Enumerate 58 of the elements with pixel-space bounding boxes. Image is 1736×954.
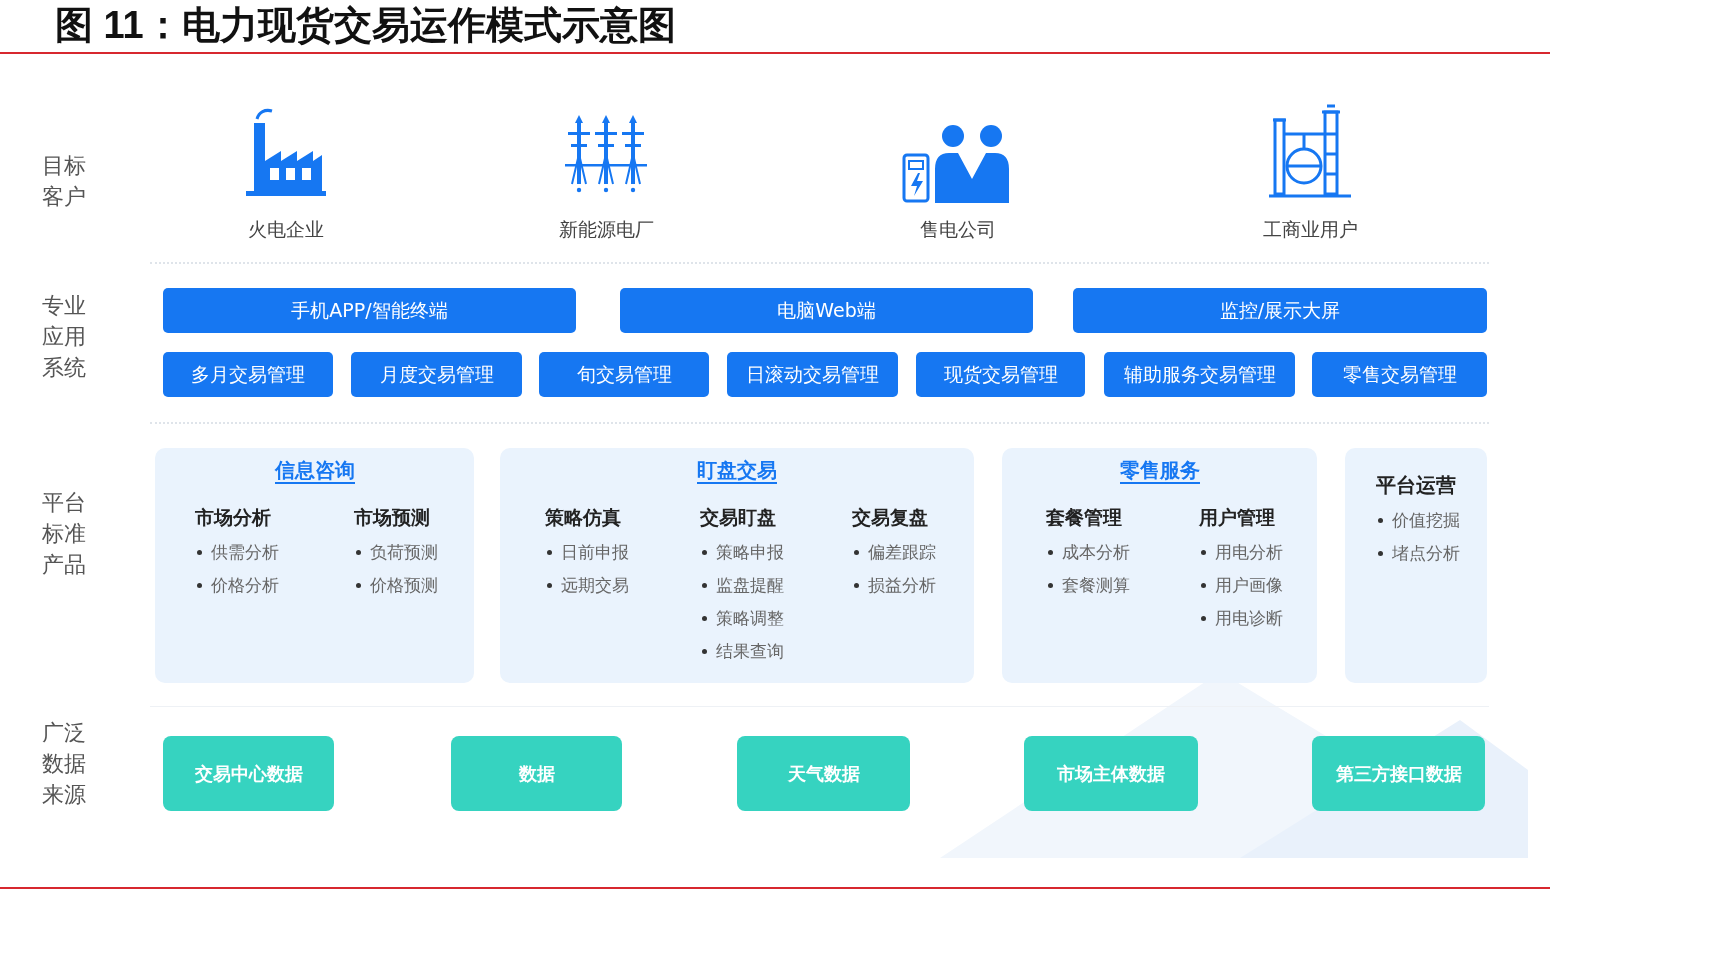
- list-item: 负荷预测: [354, 541, 438, 563]
- list-item: 日前申报: [545, 541, 629, 563]
- list-item: 偏差跟踪: [852, 541, 936, 563]
- system-box: 旬交易管理: [539, 352, 709, 397]
- product-panel: [1345, 448, 1487, 683]
- system-box: 月度交易管理: [351, 352, 522, 397]
- title: 图 11：电力现货交易运作模式示意图: [55, 3, 676, 47]
- system-box: 现货交易管理: [916, 352, 1085, 397]
- system-box: 辅助服务交易管理: [1104, 352, 1295, 397]
- list-item: 损益分析: [852, 574, 936, 596]
- system-box: 监控/展示大屏: [1073, 288, 1487, 333]
- column-heading: 市场预测: [354, 506, 430, 528]
- row-label: 目标客户: [42, 152, 87, 211]
- customer-label: 新能源电厂: [558, 218, 654, 240]
- list-item: 堵点分析: [1376, 542, 1460, 564]
- data-source-box: 天气数据: [737, 736, 910, 811]
- list-item: 用电分析: [1199, 541, 1283, 563]
- panel-heading: 信息咨询: [274, 458, 355, 484]
- column-heading: 交易复盘: [852, 506, 928, 528]
- data-source-box: 交易中心数据: [163, 736, 334, 811]
- product-panel: [500, 448, 974, 683]
- list-item: 用户画像: [1199, 574, 1283, 596]
- list-item: 价格预测: [354, 574, 438, 596]
- data-source-box: 第三方接口数据: [1312, 736, 1485, 811]
- panel-heading: 盯盘交易: [697, 458, 777, 484]
- system-box: 多月交易管理: [163, 352, 333, 397]
- list-item: 价值挖掘: [1376, 509, 1460, 531]
- list-item: 远期交易: [545, 574, 629, 596]
- list-item: 成本分析: [1046, 541, 1130, 563]
- product-panel: [155, 448, 474, 683]
- list-item: 监盘提醒: [700, 574, 784, 596]
- list-item: 用电诊断: [1199, 607, 1283, 629]
- system-box: 日滚动交易管理: [727, 352, 898, 397]
- customer-label: 火电企业: [248, 218, 324, 240]
- customer-label: 售电公司: [920, 218, 996, 240]
- column-heading: 策略仿真: [545, 506, 621, 528]
- column-heading: 套餐管理: [1046, 506, 1122, 528]
- row-label: 专业应用系统: [42, 292, 87, 382]
- data-source-box: 数据: [451, 736, 622, 811]
- panel-heading: 零售服务: [1119, 458, 1200, 484]
- list-item: 套餐测算: [1046, 574, 1130, 596]
- panel-heading: 平台运营: [1376, 473, 1456, 497]
- column-heading: 用户管理: [1199, 506, 1275, 528]
- system-box: 电脑Web端: [620, 288, 1033, 333]
- list-item: 策略申报: [700, 541, 784, 563]
- data-source-box: 市场主体数据: [1024, 736, 1198, 811]
- column-heading: 市场分析: [195, 506, 271, 528]
- list-item: 供需分析: [195, 541, 279, 563]
- product-panel: [1002, 448, 1317, 683]
- list-item: 策略调整: [700, 607, 784, 629]
- list-item: 价格分析: [195, 574, 279, 596]
- system-box: 零售交易管理: [1312, 352, 1487, 397]
- row-label: 广泛数据来源: [42, 719, 87, 809]
- column-heading: 交易盯盘: [700, 506, 776, 528]
- list-item: 结果查询: [700, 640, 784, 662]
- customer-label: 工商业用户: [1262, 218, 1358, 240]
- row-label: 平台标准产品: [42, 489, 87, 579]
- system-box: 手机APP/智能终端: [163, 288, 576, 333]
